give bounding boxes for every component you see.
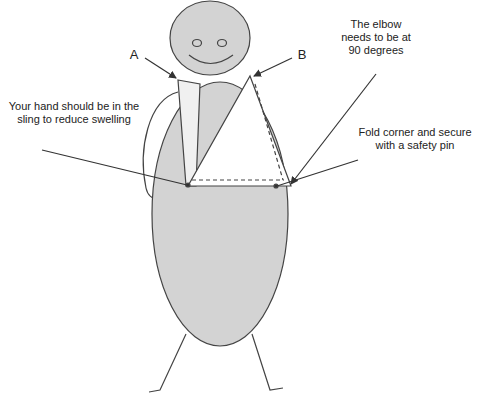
smile: [189, 55, 233, 64]
fold-line: [192, 179, 284, 180]
part-letter: A: [126, 48, 142, 61]
leader-arrow: [254, 58, 292, 76]
instruction-note: The elbow needs to be at 90 degrees: [335, 18, 417, 57]
right-leg: [252, 334, 283, 390]
leader-arrow: [145, 58, 176, 78]
leader-line: [277, 160, 358, 186]
sling-triangle: [188, 76, 291, 186]
left-leg: [149, 334, 186, 392]
sling: [178, 76, 291, 188]
part-letter: B: [294, 48, 310, 61]
eye: [218, 40, 227, 47]
stick-figure: [143, 1, 288, 392]
leader-line: [42, 150, 187, 185]
instruction-note: Fold corner and secure with a safety pin: [350, 126, 480, 152]
eye: [193, 40, 202, 47]
fold-line: [255, 84, 283, 180]
head: [170, 1, 250, 75]
instruction-note: Your hand should be in the sling to redu…: [4, 100, 144, 126]
